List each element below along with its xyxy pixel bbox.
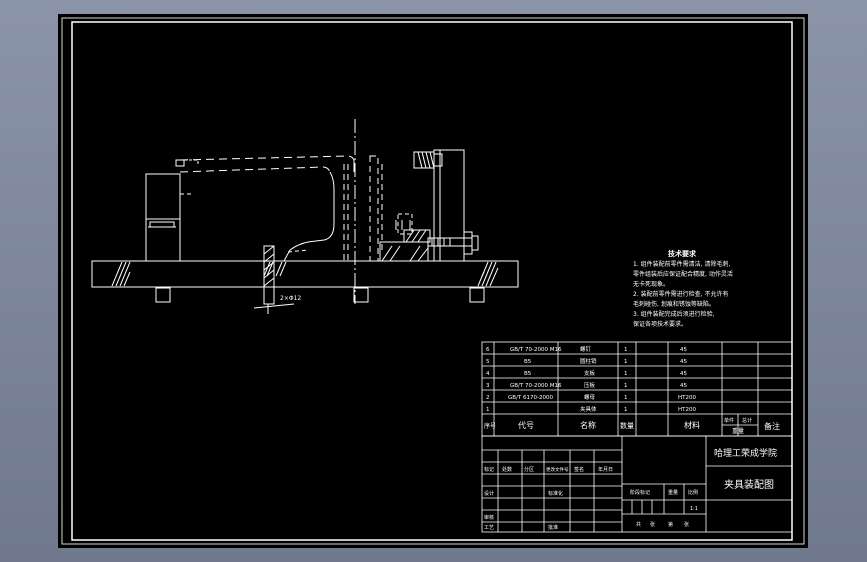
sheet-no-label: 第 xyxy=(668,521,673,528)
part-name: 夹具体 xyxy=(580,405,597,413)
drawing-svg: 2×Φ12 技术要求 1. 组件装配前零件需清洁, 清除毛刺, 零件组装后应保证… xyxy=(61,17,805,545)
part-name: 支板 xyxy=(584,369,596,377)
workpiece-hidden-lines xyxy=(179,155,355,173)
header-unit-single: 单件 xyxy=(724,417,734,424)
foot-left xyxy=(155,287,171,303)
part-material: 45 xyxy=(680,383,687,389)
locating-pin xyxy=(263,245,275,305)
base-hatch-left xyxy=(111,261,131,287)
header-code: 代号 xyxy=(518,420,534,430)
part-no: 6 xyxy=(486,347,490,353)
label-scale: 比例 xyxy=(688,489,698,496)
dimension-leader xyxy=(253,303,295,309)
tech-req-line-2: 零件组装后应保证配合精度, 动作灵活 xyxy=(633,270,733,278)
dimension-note: 2×Φ12 xyxy=(280,295,301,302)
foot-middle xyxy=(353,287,369,303)
right-clamp-plate xyxy=(433,149,465,262)
part-qty: 1 xyxy=(624,359,628,365)
base-hatch-center xyxy=(263,261,287,277)
label-change-doc: 更改文件号 xyxy=(546,466,569,473)
part-name: 螺母 xyxy=(584,393,596,401)
drawing-title: 夹具装配图 xyxy=(724,478,774,491)
label-standardization: 标准化 xyxy=(548,490,563,497)
part-name: 压板 xyxy=(584,381,596,389)
part-qty: 1 xyxy=(624,383,628,389)
part-qty: 1 xyxy=(624,347,628,353)
label-approve: 批准 xyxy=(548,524,558,531)
base-hatch-right xyxy=(477,261,499,287)
workpiece-arm xyxy=(283,171,335,262)
hidden-block xyxy=(369,155,379,262)
label-weight: 重量 xyxy=(668,489,678,496)
tech-req-line-7: 保证各项技术要求。 xyxy=(633,320,687,328)
drawing-sheet: 2×Φ12 技术要求 1. 组件装配前零件需清洁, 清除毛刺, 零件组装后应保证… xyxy=(58,14,808,548)
school-name: 哈理工荣成学院 xyxy=(714,447,777,459)
title-block-text: 标记 处数 分区 更改文件号 签名 年月日 设计 标准化 审核 工艺 批准 阶段… xyxy=(484,447,777,531)
tech-req-line-3: 无卡死现象。 xyxy=(633,280,669,288)
header-unit-total: 总计 xyxy=(742,417,752,424)
part-name: 螺钉 xyxy=(580,345,592,353)
header-remark: 备注 xyxy=(764,421,780,431)
tech-req-title: 技术要求 xyxy=(668,249,697,258)
part-material: 45 xyxy=(680,359,687,365)
part-qty: 1 xyxy=(624,371,628,377)
part-material: 45 xyxy=(680,371,687,377)
sheet-total-label: 共 xyxy=(636,521,641,528)
label-count: 处数 xyxy=(502,466,512,473)
parts-list-table xyxy=(481,341,793,437)
label-review: 审核 xyxy=(484,514,494,521)
fixture-assembly xyxy=(91,119,519,314)
part-no: 5 xyxy=(486,359,490,365)
label-process: 工艺 xyxy=(484,525,494,531)
sheet-no-unit: 张 xyxy=(684,521,689,528)
header-no: 序号 xyxy=(484,422,496,430)
tech-req-line-6: 3. 组件装配完成后须进行检验, xyxy=(633,310,715,318)
label-stage: 阶段标记 xyxy=(630,489,650,496)
label-zone: 分区 xyxy=(524,466,534,473)
part-qty: 1 xyxy=(624,407,628,413)
part-no: 3 xyxy=(486,383,490,389)
label-design: 设计 xyxy=(484,490,494,497)
part-no: 1 xyxy=(486,407,490,413)
part-material: HT200 xyxy=(678,407,696,413)
part-code: GB/T 70-2000 M16 xyxy=(510,383,562,389)
header-weight: 重量 xyxy=(732,427,744,435)
part-material: HT200 xyxy=(678,395,696,401)
label-signature: 签名 xyxy=(574,466,584,473)
header-name: 名称 xyxy=(580,420,596,430)
tech-req-line-5: 毛刺碰伤, 划痕和锈蚀等缺陷。 xyxy=(633,300,715,308)
label-date: 年月日 xyxy=(598,466,613,473)
technical-requirements: 技术要求 1. 组件装配前零件需清洁, 清除毛刺, 零件组装后应保证配合精度, … xyxy=(633,249,733,328)
inner-border xyxy=(71,21,793,541)
part-material: 45 xyxy=(680,347,687,353)
header-material: 材料 xyxy=(684,420,700,430)
part-qty: 1 xyxy=(624,395,628,401)
part-code: GB/T 70-2000 M16 xyxy=(510,347,562,353)
part-no: 4 xyxy=(486,371,490,377)
parts-list-cells: 6 GB/T 70-2000 M16 螺钉 1 45 5 B5 圆柱销 1 45… xyxy=(484,345,780,435)
clamp-block-hatch xyxy=(381,229,429,262)
sheet-total-unit: 张 xyxy=(650,521,655,528)
part-code: GB/T 6170-2000 xyxy=(508,395,553,401)
label-mark: 标记 xyxy=(484,466,494,473)
tech-req-line-1: 1. 组件装配前零件需清洁, 清除毛刺, xyxy=(633,260,730,268)
title-block xyxy=(481,435,793,533)
part-code: B5 xyxy=(524,359,532,365)
part-code: B5 xyxy=(524,371,532,377)
part-no: 2 xyxy=(486,395,490,401)
header-qty: 数量 xyxy=(620,421,634,430)
tech-req-line-4: 2. 装配前零件需进行检查, 不允许有 xyxy=(633,290,728,298)
base-plate xyxy=(91,260,519,288)
outer-border xyxy=(61,17,805,545)
left-support-block xyxy=(145,173,181,262)
scale-value: 1:1 xyxy=(690,506,698,512)
part-name: 圆柱销 xyxy=(580,357,597,365)
foot-right xyxy=(469,287,485,303)
